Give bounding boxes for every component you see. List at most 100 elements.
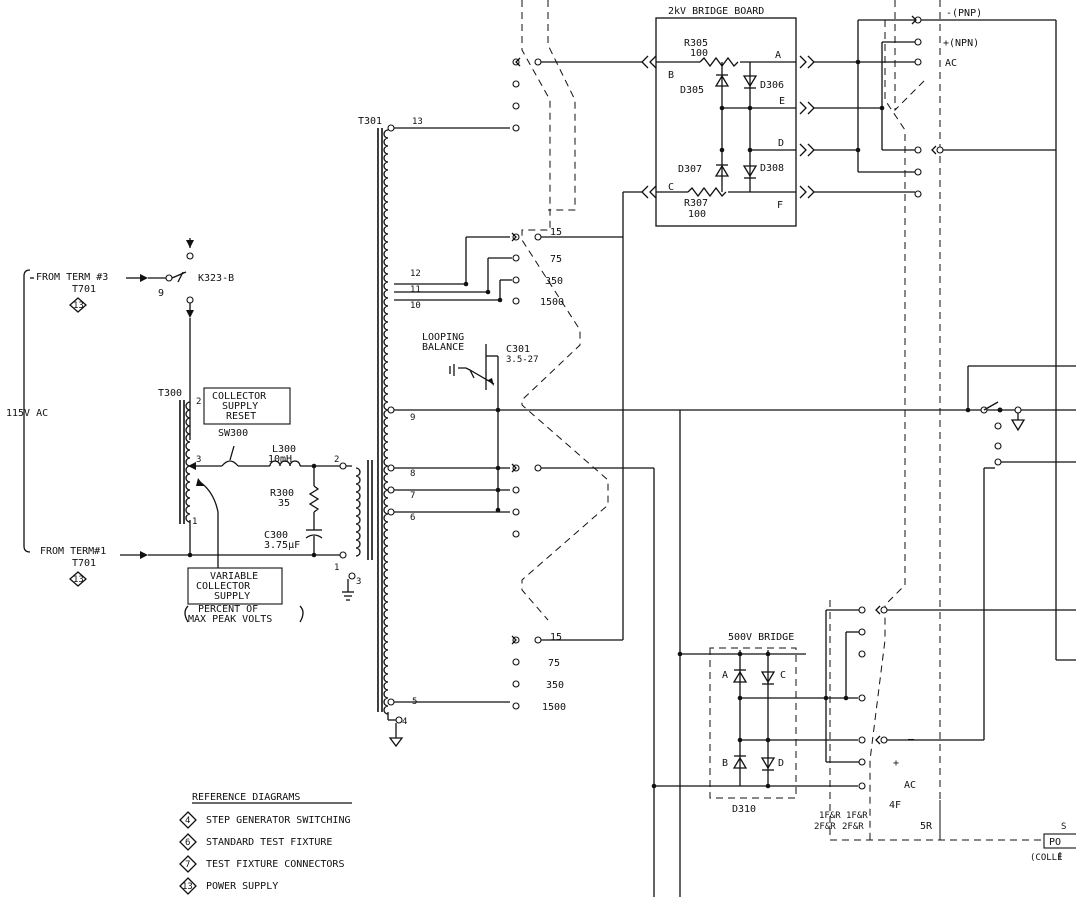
pct-line1: PERCENT OF (198, 604, 258, 615)
svg-text:POWER SUPPLY: POWER SUPPLY (206, 881, 278, 892)
csr-line1: COLLECTOR (212, 391, 267, 402)
tap-10: 10 (410, 301, 421, 311)
bridge-2kv-label: 2kV BRIDGE BOARD (668, 6, 764, 17)
mode-switch-middle (965, 365, 1076, 466)
node-d2-label: D (778, 758, 784, 769)
vcs-line3: SUPPLY (214, 591, 250, 602)
ref-item-1: 4 STEP GENERATOR SWITCHING (179, 811, 351, 829)
tap-13: 13 (412, 117, 423, 127)
ref-title: REFERENCE DIAGRAMS (192, 792, 300, 803)
d310-label: D310 (732, 804, 756, 815)
v15-lower: 15 (550, 632, 562, 643)
output-switch-lower: + – AC 1F&R 1F&R 2F&R 2F&R 4F 5R S PO (C… (814, 467, 1076, 863)
voltage-select-upper: 15 75 350 1500 (511, 191, 642, 636)
t301-transformer: T301 13 12 11 10 9 8 7 6 5 4 (358, 116, 1076, 748)
c301-label: C301 (506, 344, 530, 355)
ref-item-2: 6 STANDARD TEST FIXTURE (179, 833, 332, 851)
tap-7: 7 (410, 491, 415, 501)
npn-label: +(NPN) (943, 38, 979, 49)
c300-value: 3.75µF (264, 540, 300, 551)
tap-4: 4 (402, 717, 407, 727)
node-d-label: D (778, 138, 784, 149)
v1500-lower: 1500 (542, 702, 566, 713)
c301-looping-balance: LOOPING BALANCE C301 3.5-27 (422, 332, 539, 410)
voltage-select-lower: 15 75 350 1500 (511, 632, 624, 713)
csr-line2: SUPPLY (222, 401, 258, 412)
cut-po-label: PO (1049, 837, 1061, 848)
f6-label: 5R (920, 821, 933, 832)
node-b-label: B (668, 70, 674, 81)
ac2-label: AC (904, 780, 916, 791)
node-e-label: E (779, 96, 785, 107)
svg-text:7: 7 (185, 860, 190, 870)
k323-label: K323-B (198, 273, 234, 284)
diamond-13-top-icon: 13 (69, 297, 87, 313)
c301-value: 3.5-27 (506, 355, 539, 365)
t300-pin3: 3 (196, 455, 201, 465)
ref-item-4: 13 POWER SUPPLY (179, 877, 278, 895)
v350-upper: 350 (545, 276, 563, 287)
svg-text:6: 6 (185, 838, 190, 848)
t300-pin1: 1 (192, 517, 197, 527)
bridge-500v-label: 500V BRIDGE (728, 632, 794, 643)
f2-label: 1F&R (846, 811, 868, 821)
pin9-label: 9 (158, 288, 164, 299)
pnp-label: -(PNP) (946, 8, 982, 19)
t701-top-label: T701 (72, 284, 96, 295)
primary-section: FROM TERM #3 T701 13 115V AC 9 K323-B T3… (6, 238, 361, 625)
v75-upper: 75 (550, 254, 562, 265)
r307-value: 100 (688, 209, 706, 220)
t701-bottom-label: T701 (72, 558, 96, 569)
cut-s-label: S (1061, 822, 1066, 832)
reference-diagrams: REFERENCE DIAGRAMS 4 STEP GENERATOR SWIT… (179, 792, 352, 895)
svg-text:STANDARD TEST FIXTURE: STANDARD TEST FIXTURE (206, 837, 332, 848)
node-b2-label: B (722, 758, 728, 769)
f3-label: 2F&R (814, 822, 836, 832)
l300-label: L300 (272, 444, 296, 455)
plus-label: + (893, 758, 899, 769)
svg-text:TEST FIXTURE CONNECTORS: TEST FIXTURE CONNECTORS (206, 859, 344, 870)
r307-label: R307 (684, 198, 708, 209)
node-f-label: F (777, 200, 783, 211)
d308-label: D308 (760, 163, 784, 174)
diamond-13-bottom-icon: 13 (69, 571, 87, 587)
node-c-label: C (668, 182, 674, 193)
v15-upper: 15 (550, 227, 562, 238)
l300-value: 10mH (268, 454, 292, 465)
tap-8: 8 (410, 469, 415, 479)
c300-label: C300 (264, 530, 288, 541)
tap-12: 12 (410, 269, 421, 279)
looping-label: LOOPING (422, 332, 464, 343)
v75-lower: 75 (548, 658, 560, 669)
from-term1-label: FROM TERM#1 (40, 546, 106, 557)
v350-lower: 350 (546, 680, 564, 691)
balance-label: BALANCE (422, 342, 464, 353)
t301-label: T301 (358, 116, 382, 127)
csr-line3: RESET (226, 411, 256, 422)
node-a-label: A (775, 50, 781, 61)
r305-label: R305 (684, 38, 708, 49)
node-a2-label: A (722, 670, 728, 681)
f1-label: 1F&R (819, 811, 841, 821)
sw300-label: SW300 (218, 428, 248, 439)
node-c2-label: C (780, 670, 786, 681)
d306-label: D306 (760, 80, 784, 91)
tap-9: 9 (410, 413, 415, 423)
ref-item-3: 7 TEST FIXTURE CONNECTORS (179, 855, 344, 873)
bridge-500v: 500V BRIDGE A C B D D310 (651, 632, 858, 815)
upper-switch-contacts (512, 57, 642, 132)
from-term3-label: FROM TERM #3 (36, 272, 108, 283)
sec-pin1: 1 (334, 563, 339, 573)
t300-pin2: 2 (196, 397, 201, 407)
cut-colle-label: (COLLE (1030, 853, 1063, 863)
bridge-2kv-board: 2kV BRIDGE BOARD R305 100 B A C R307 100… (641, 6, 815, 227)
d307-label: D307 (678, 164, 702, 175)
vcs-line2: COLLECTOR (196, 581, 251, 592)
tap-6: 6 (410, 513, 415, 523)
svg-text:13: 13 (182, 882, 193, 892)
svg-text:STEP GENERATOR SWITCHING: STEP GENERATOR SWITCHING (206, 815, 351, 826)
sec-pin2: 2 (334, 455, 339, 465)
r305-value: 100 (690, 48, 708, 59)
polarity-switch: -(PNP) +(NPN) AC (814, 8, 1076, 661)
